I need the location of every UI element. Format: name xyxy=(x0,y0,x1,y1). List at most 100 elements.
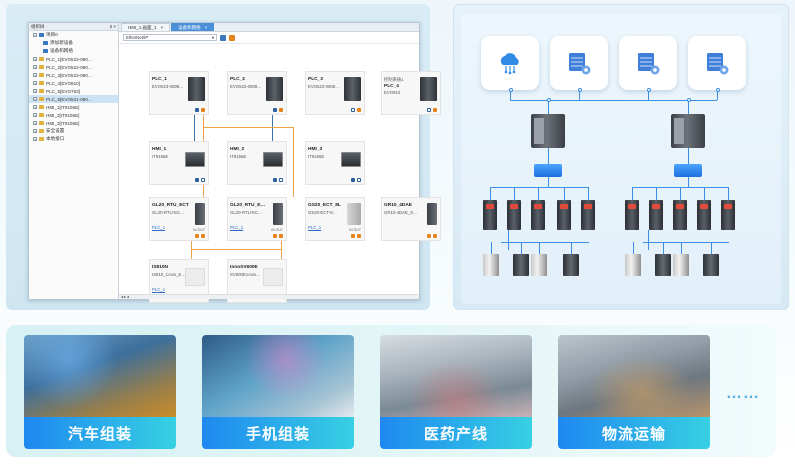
network-port-icon[interactable] xyxy=(279,234,283,238)
tree-item[interactable]: +PLC_1[EVO523-080… xyxy=(29,55,118,63)
ethernet-link[interactable] xyxy=(272,115,274,143)
network-port-icon[interactable] xyxy=(351,108,355,112)
expand-icon[interactable]: + xyxy=(33,137,37,141)
network-port-icon[interactable] xyxy=(357,178,361,182)
ethercat-link[interactable] xyxy=(203,115,205,127)
tree-item[interactable]: 添加新设备 xyxy=(29,39,118,47)
expand-icon[interactable]: + xyxy=(33,121,37,125)
device-group-label: 控制系统1 xyxy=(384,77,404,82)
expand-icon[interactable]: + xyxy=(33,105,37,109)
io-bus-line xyxy=(643,242,729,244)
horizontal-scrollbar[interactable]: ◂ ▸ ◂ xyxy=(119,294,419,299)
expand-icon[interactable]: + xyxy=(33,57,37,61)
ethercat-link[interactable] xyxy=(203,127,293,129)
network-port-icon[interactable] xyxy=(351,178,355,182)
tree-item[interactable]: +HMI_1[IT9156E] xyxy=(29,103,118,111)
network-port-icon[interactable] xyxy=(273,178,277,182)
tree-item-label: PLC_3[EVO523-080… xyxy=(46,72,93,78)
network-port-icon[interactable] xyxy=(201,178,205,182)
drive-uplink-line xyxy=(564,187,566,200)
tree-item[interactable]: +本地接口 xyxy=(29,135,118,143)
master-link[interactable]: PLC_1 xyxy=(230,225,244,230)
network-port-icon[interactable] xyxy=(357,234,361,238)
plc-switch-line xyxy=(688,148,690,164)
editor-tabs: HMI_1.画面_1×设备和网络× xyxy=(119,23,419,32)
network-port-icon[interactable] xyxy=(427,234,431,238)
ethercat-link[interactable] xyxy=(293,127,295,197)
network-port-icon[interactable] xyxy=(273,234,277,238)
ethercat-link[interactable] xyxy=(191,249,281,251)
network-port-icon[interactable] xyxy=(195,178,199,182)
expand-icon[interactable]: + xyxy=(33,73,37,77)
tree-item[interactable]: +HMI_3[IT9156E] xyxy=(29,119,118,127)
expand-icon[interactable]: + xyxy=(33,129,37,133)
tree-item[interactable]: +HMI_2[IT9156E] xyxy=(29,111,118,119)
network-port-icon[interactable] xyxy=(279,178,283,182)
network-port-icon[interactable] xyxy=(273,108,277,112)
tree-item[interactable]: + PLC_3[EVO523-080… xyxy=(29,71,118,79)
network-port-icon[interactable] xyxy=(427,108,431,112)
tree-item[interactable]: +PLC_2[EVO522-080… xyxy=(29,63,118,71)
network-port-icon[interactable] xyxy=(201,108,205,112)
tree-item[interactable]: +PLC_5[EVO763] xyxy=(29,87,118,95)
pin-close-icon[interactable]: ♯ × xyxy=(109,24,116,29)
drive-uplink-line xyxy=(704,187,706,200)
device-model: GR10-4DAE_S… xyxy=(384,210,418,215)
plc-device-image xyxy=(344,77,361,101)
ethernet-link[interactable] xyxy=(194,115,196,143)
network-port-icon[interactable] xyxy=(195,234,199,238)
device-name: GL20_RTU_ECT xyxy=(152,203,189,208)
device-model: EVO523-0808… xyxy=(152,84,184,89)
expand-icon[interactable]: + xyxy=(33,81,37,85)
editor-tab[interactable]: 设备和网络× xyxy=(171,23,215,31)
servo-drive-image xyxy=(697,200,711,230)
expand-icon[interactable]: + xyxy=(33,33,37,37)
network-port-icon[interactable] xyxy=(195,108,199,112)
tree-item[interactable]: +项目0 xyxy=(29,31,118,39)
tree-item[interactable]: 设备和网络 xyxy=(29,47,118,55)
master-link[interactable]: PLC_1 xyxy=(152,287,166,292)
tree-item-label: 安全设置 xyxy=(46,128,65,133)
expand-icon[interactable]: + xyxy=(33,97,37,101)
expand-icon[interactable]: + xyxy=(33,89,37,93)
master-link[interactable]: PLC_1 xyxy=(308,225,322,230)
tree-item[interactable]: +PLC_4[EVO810] xyxy=(29,79,118,87)
network-port-icon[interactable] xyxy=(433,108,437,112)
close-icon[interactable]: × xyxy=(160,25,164,30)
view-toggle-icon[interactable] xyxy=(220,34,226,41)
io-module-image xyxy=(625,254,641,276)
network-port-icon[interactable] xyxy=(201,234,205,238)
ghost-device-image xyxy=(185,268,205,286)
network-port-icon[interactable] xyxy=(279,108,283,112)
editor-tab[interactable]: HMI_1.画面_1× xyxy=(121,23,171,31)
master-link[interactable]: PLC_1 xyxy=(152,225,166,230)
ethercat-link[interactable] xyxy=(281,241,283,259)
port-dot xyxy=(715,88,720,92)
device-name: IS810N xyxy=(152,265,168,270)
car-assembly-scene xyxy=(24,335,176,417)
expand-icon[interactable]: + xyxy=(33,65,37,69)
tree-item[interactable]: + 安全设置 xyxy=(29,127,118,135)
port-group xyxy=(195,108,205,112)
settings-icon[interactable] xyxy=(229,34,235,41)
expand-icon[interactable]: + xyxy=(33,113,37,117)
network-port-icon[interactable] xyxy=(357,108,361,112)
network-type-select[interactable]: EtherNet/IP ▾ xyxy=(123,34,217,41)
tree-item[interactable]: +PLC_6[EVO521-080… xyxy=(29,95,118,103)
network-port-icon[interactable] xyxy=(433,234,437,238)
close-icon[interactable]: × xyxy=(204,25,208,30)
device-name: PLC_4 xyxy=(384,84,399,89)
network-port-icon[interactable] xyxy=(351,234,355,238)
